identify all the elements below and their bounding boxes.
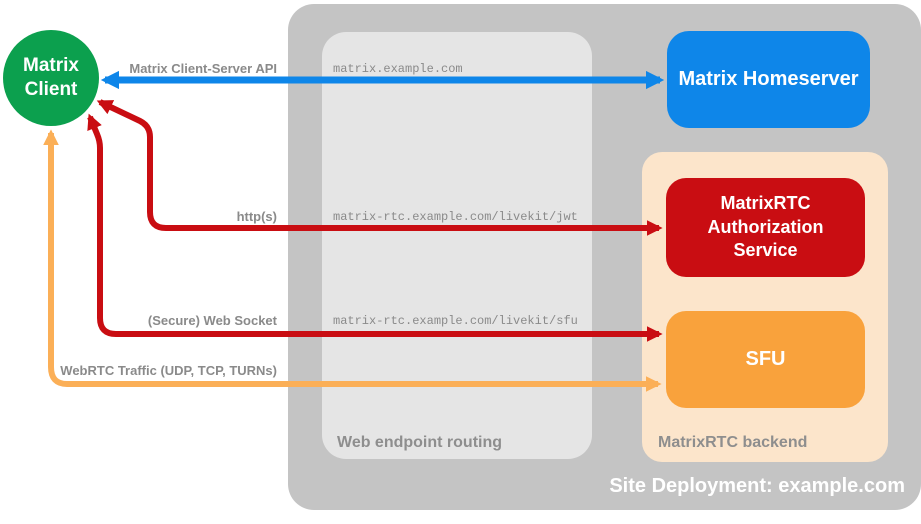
site-deployment-container: Site Deployment: example.com matrix.exam… bbox=[288, 4, 921, 510]
matrixrtc-authorization-service-node: MatrixRTC Authorization Service bbox=[666, 178, 865, 277]
site-deployment-label: Site Deployment: example.com bbox=[609, 475, 905, 497]
endpoint-livekit-sfu: matrix-rtc.example.com/livekit/sfu bbox=[333, 314, 578, 328]
https-label: http(s) bbox=[236, 209, 277, 224]
endpoint-matrix-domain: matrix.example.com bbox=[333, 62, 463, 76]
matrix-homeserver-node: Matrix Homeserver bbox=[667, 31, 870, 128]
client-server-api-label: Matrix Client-Server API bbox=[129, 61, 277, 76]
endpoint-livekit-jwt: matrix-rtc.example.com/livekit/jwt bbox=[333, 210, 578, 224]
web-endpoint-routing-label: Web endpoint routing bbox=[337, 434, 503, 451]
webrtc-traffic-label: WebRTC Traffic (UDP, TCP, TURNs) bbox=[60, 363, 277, 378]
sfu-node: SFU bbox=[666, 311, 865, 408]
web-endpoint-routing-panel: matrix.example.com matrix-rtc.example.co… bbox=[322, 32, 592, 459]
websocket-label: (Secure) Web Socket bbox=[147, 313, 277, 328]
matrix-client-node: Matrix Client bbox=[3, 30, 99, 126]
matrixrtc-backend-label: MatrixRTC backend bbox=[658, 434, 808, 451]
matrixrtc-backend-container: MatrixRTC Authorization Service SFU Matr… bbox=[642, 152, 888, 462]
